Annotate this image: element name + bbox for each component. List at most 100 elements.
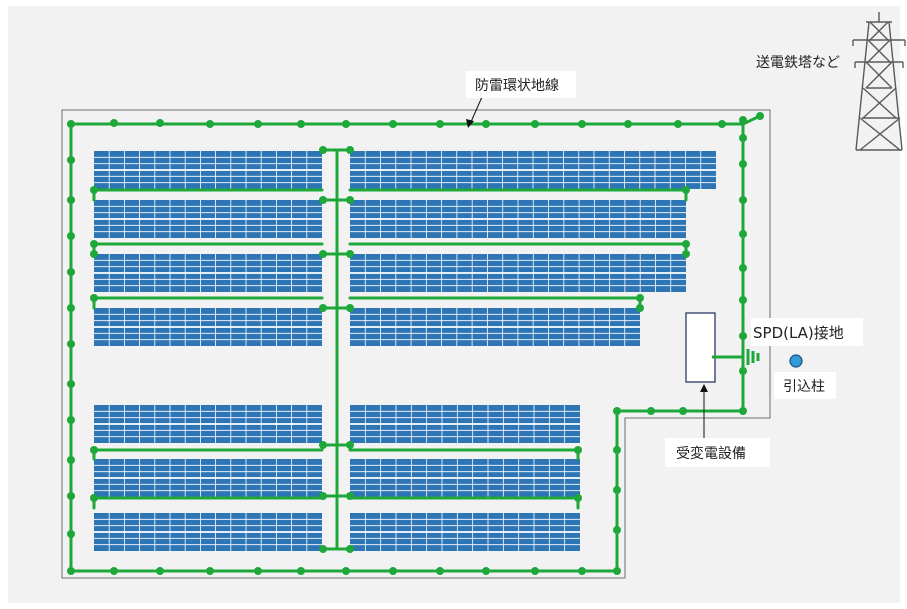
ground-rod-dot: [613, 446, 621, 454]
ground-rod-dot: [297, 567, 305, 575]
ground-rod-dot: [206, 120, 214, 128]
ground-rod-dot: [319, 441, 327, 449]
ground-rod-dot: [531, 567, 539, 575]
ground-rod-dot: [739, 332, 747, 340]
ground-rod-dot: [739, 264, 747, 272]
ground-rod-dot: [346, 196, 354, 204]
site-boundary: [61, 109, 771, 579]
solar-panel-block: [94, 200, 322, 238]
ground-rod-dot: [346, 250, 354, 258]
transmission-tower-icon: [852, 12, 906, 151]
ground-rod-dot: [718, 120, 726, 128]
ground-rod-dot: [319, 492, 327, 500]
solar-panel-block: [350, 254, 686, 292]
ground-rod-dot: [67, 530, 75, 538]
ground-rod-dot: [319, 196, 327, 204]
ground-rod-dot: [739, 296, 747, 304]
ground-rod-dot: [67, 340, 75, 348]
solar-panel-block: [94, 513, 322, 551]
ground-rod-dot: [67, 492, 75, 500]
ground-rod-dot: [636, 294, 644, 302]
ground-rod-dot: [67, 232, 75, 240]
substation-label: 受変電設備: [676, 445, 746, 462]
ground-rod-dot: [90, 186, 98, 194]
ground-rod-dot: [436, 120, 444, 128]
solar-panel-block: [94, 308, 322, 346]
ground-rod-dot: [739, 367, 747, 375]
ground-rod-dot: [613, 567, 621, 575]
ground-rod-dot: [67, 196, 75, 204]
ground-rod-dot: [319, 146, 327, 154]
ground-rod-dot: [346, 545, 354, 553]
ground-rod-dot: [206, 567, 214, 575]
ground-rod-dot: [90, 250, 98, 258]
ground-rod-dot: [613, 526, 621, 534]
ground-rod-dot: [254, 120, 262, 128]
ground-rod-dot: [739, 196, 747, 204]
ground-rod-dot: [682, 250, 690, 258]
ground-rod-dot: [756, 112, 764, 120]
ground-rod-dot: [67, 120, 75, 128]
ground-rod-dot: [319, 545, 327, 553]
solar-panel-block: [350, 200, 686, 238]
background: [8, 6, 900, 603]
ground-rod-dot: [90, 494, 98, 502]
ground-rod-dot: [342, 120, 350, 128]
ground-rod-dot: [90, 294, 98, 302]
ground-rod-dot: [578, 567, 586, 575]
ground-rod-dot: [624, 120, 632, 128]
ground-rod-dot: [682, 240, 690, 248]
ground-rod-dot: [647, 407, 655, 415]
ground-rod-dot: [739, 160, 747, 168]
ground-rod-dot: [636, 304, 644, 312]
solar-panel-block: [94, 459, 322, 497]
substation-box: [685, 312, 716, 383]
lead-in-pole-icon: [789, 354, 803, 368]
ground-rod-dot: [574, 446, 582, 454]
solar-panel-block: [94, 254, 322, 292]
solar-panel-block: [350, 308, 640, 346]
ground-rod-points: [67, 112, 764, 575]
ground-rod-dot: [67, 456, 75, 464]
spd-label-box: [751, 318, 863, 346]
tower-label: 送電鉄塔など: [756, 55, 840, 71]
ground-rod-dot: [739, 230, 747, 238]
ground-wire-callout-arrowhead: [466, 119, 474, 128]
substation-callout-arrowhead: [700, 384, 708, 392]
ground-wire-label-box: [466, 71, 576, 98]
ground-rod-dot: [319, 304, 327, 312]
ground-rod-dot: [389, 567, 397, 575]
pole-label: 引込柱: [783, 379, 825, 395]
ground-rod-dot: [613, 486, 621, 494]
ground-rod-dot: [67, 380, 75, 388]
ground-rod-dot: [90, 240, 98, 248]
ground-rod-dot: [346, 304, 354, 312]
ground-rod-dot: [739, 116, 747, 124]
pole-label-box: [774, 372, 836, 399]
ground-rod-dot: [67, 416, 75, 424]
ground-rod-dot: [90, 446, 98, 454]
ground-rod-dot: [342, 567, 350, 575]
ground-rod-dot: [156, 567, 164, 575]
ground-rod-dot: [254, 567, 262, 575]
solar-panel-block: [350, 151, 716, 189]
ground-rod-dot: [67, 304, 75, 312]
ground-rod-dot: [482, 120, 490, 128]
ground-rod-dot: [67, 567, 75, 575]
ground-rod-dot: [319, 250, 327, 258]
ground-rod-dot: [67, 268, 75, 276]
solar-panel-block: [350, 513, 580, 551]
ground-rod-dot: [482, 567, 490, 575]
ground-rod-dot: [682, 186, 690, 194]
ground-rod-dot: [297, 120, 305, 128]
ground-rod-dot: [67, 156, 75, 164]
ground-rod-dot: [679, 407, 687, 415]
ground-symbol-icon: [712, 349, 760, 365]
ground-wire-callout-line: [469, 96, 483, 125]
solar-panel-block: [94, 151, 322, 189]
ground-rod-dot: [578, 120, 586, 128]
ground-rod-dot: [739, 134, 747, 142]
ground-rod-dot: [436, 567, 444, 575]
solar-panel-block: [350, 405, 580, 443]
